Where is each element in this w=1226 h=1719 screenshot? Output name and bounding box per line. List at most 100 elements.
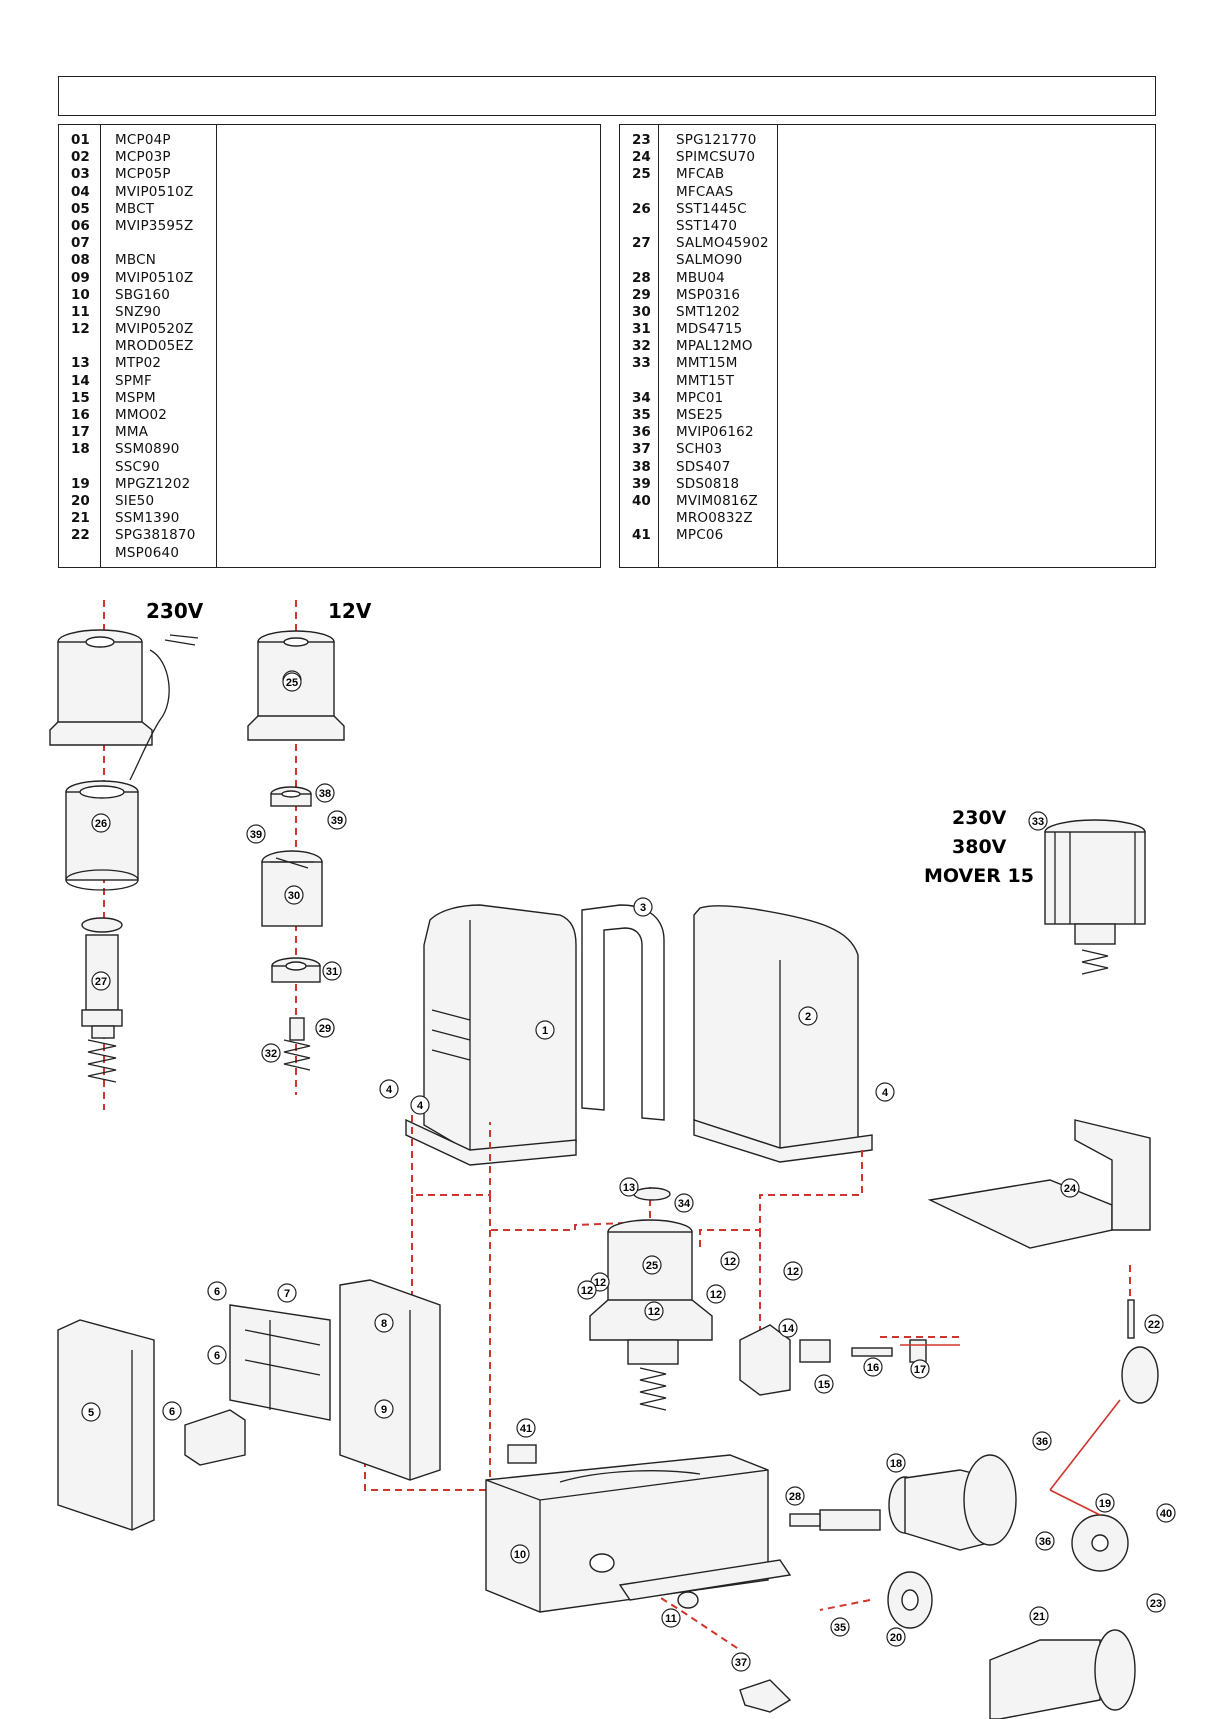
part-number: 10: [71, 286, 90, 303]
callout-label: 12: [710, 1289, 722, 1301]
label-12v: 12V: [328, 599, 372, 623]
shaft-18: [789, 1454, 1017, 1551]
part-code: SNZ90: [115, 303, 162, 320]
callout-label: 32: [265, 1048, 277, 1060]
callout-label: 21: [1033, 1611, 1045, 1623]
part-code: MSPM: [115, 389, 156, 406]
parts-row: MROD05EZ: [59, 338, 600, 355]
parts-row: MMT15T: [620, 373, 1155, 390]
callout-label: 14: [782, 1323, 795, 1335]
callout: 12: [706, 1284, 726, 1304]
callout-label: 6: [214, 1286, 220, 1298]
callout: 18: [886, 1453, 906, 1473]
part-code: SIE50: [115, 492, 155, 509]
part-number: 34: [632, 389, 651, 406]
part-number: 03: [71, 166, 90, 183]
callout: 28: [785, 1486, 805, 1506]
part-code: MDS4715: [676, 321, 743, 338]
callout-label: 20: [890, 1632, 902, 1644]
parts-row: 07: [59, 235, 600, 252]
callout-label: 6: [214, 1350, 220, 1362]
callout: 38: [315, 783, 335, 803]
parts-row: MSP0640: [59, 545, 600, 562]
callout: 22: [1144, 1314, 1164, 1334]
worm-32: [283, 1017, 311, 1071]
part-number: 38: [632, 458, 651, 475]
part-number: 08: [71, 252, 90, 269]
part-number: 26: [632, 200, 651, 217]
part-code: MPAL12MO: [676, 338, 753, 355]
part-code: MTP02: [115, 355, 162, 372]
part-number: 01: [71, 132, 90, 148]
part-code: MVIP0520Z: [115, 321, 194, 338]
callout: 9: [374, 1399, 394, 1419]
callout: 36: [1032, 1431, 1052, 1451]
part-code: MVIP0510Z: [115, 183, 194, 200]
part-code: MVIP06162: [676, 424, 754, 441]
part-code: MCP04P: [115, 132, 171, 148]
callout: 25: [642, 1255, 662, 1275]
callout-label: 38: [319, 788, 331, 800]
callout-label: 15: [818, 1379, 830, 1391]
callout: 8: [374, 1313, 394, 1333]
callout: 30: [284, 885, 304, 905]
callout: 2: [798, 1006, 818, 1026]
motor-variant-line2: 380V: [952, 836, 1007, 858]
callout-label: 12: [787, 1266, 799, 1278]
part-code: MSP0640: [115, 544, 180, 561]
part-code: SMT1202: [676, 303, 741, 320]
limit-switch-14: [739, 1324, 927, 1396]
parts-row: 34 MPC01: [620, 390, 1155, 407]
callout-label: 12: [648, 1306, 660, 1318]
callout-label: 33: [1032, 816, 1044, 828]
callout: 6: [207, 1281, 227, 1301]
callout-label: 2: [805, 1011, 811, 1023]
callout-label: 3: [640, 902, 646, 914]
callout-label: 30: [288, 890, 300, 902]
part-number: 37: [632, 441, 651, 458]
part-code: MVIP0510Z: [115, 269, 194, 286]
wrench-37: [677, 1591, 792, 1713]
part-code: MROD05EZ: [115, 338, 194, 355]
part-number: 16: [71, 407, 90, 423]
callout-label: 12: [724, 1256, 736, 1268]
motor-25-center: [589, 1187, 713, 1411]
cover-2: [693, 905, 873, 1163]
callout-label: 12: [594, 1277, 606, 1289]
callout: 4: [410, 1095, 430, 1115]
part-number: 25: [632, 166, 651, 183]
part-code: MSP0316: [676, 286, 741, 303]
parts-row: 20 SIE50: [59, 493, 600, 510]
part-code: SSC90: [115, 458, 160, 475]
part-number: 31: [632, 321, 651, 338]
board-7: [184, 1304, 331, 1466]
callout: 11: [661, 1608, 681, 1628]
part-number: 09: [71, 269, 90, 286]
callout-label: 11: [665, 1613, 677, 1625]
parts-row: MFCAAS: [620, 184, 1155, 201]
callout-label: 9: [381, 1404, 387, 1416]
part-code: MPC01: [676, 389, 724, 406]
callout: 12: [783, 1261, 803, 1281]
part-code: MCP05P: [115, 166, 171, 183]
part-number: 39: [632, 475, 651, 492]
callout-label: 4: [882, 1087, 889, 1099]
part-code: SSM1390: [115, 510, 180, 527]
callout: 23: [1146, 1593, 1166, 1613]
part-number: 20: [71, 492, 90, 509]
callout: 10: [510, 1544, 530, 1564]
callout: 24: [1060, 1178, 1080, 1198]
callout-label: 6: [169, 1406, 175, 1418]
part-code: MFCAAS: [676, 183, 734, 200]
callout: 31: [322, 961, 342, 981]
